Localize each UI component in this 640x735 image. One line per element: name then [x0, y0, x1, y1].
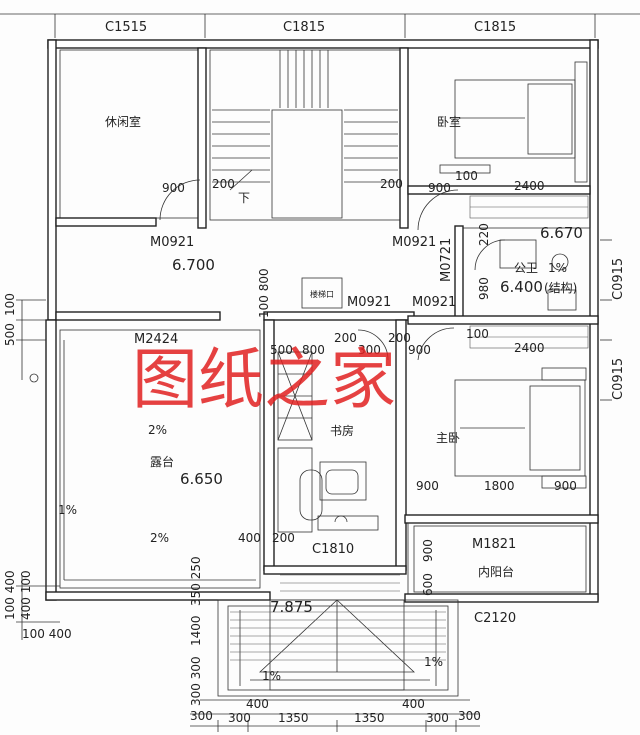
dim-200-study: 200 — [272, 531, 295, 545]
slope-terrace-top: 2% — [148, 423, 167, 437]
dim-900-bedroom: 900 — [428, 181, 451, 195]
bath-door-swing — [474, 239, 506, 271]
bottom-dim-300-far-right: 300 — [458, 709, 481, 723]
dim-600-balcony: 600 — [421, 573, 435, 596]
bedroom-door-swing — [417, 189, 459, 231]
slope-bath: 1% — [548, 261, 567, 275]
bottom-dim-400-right: 400 — [402, 697, 425, 711]
top-axis-lines — [0, 13, 640, 38]
room-label-inner-balcony: 内阳台 — [478, 564, 514, 579]
dim-900-master-right: 900 — [554, 479, 577, 493]
window-code-c1815-left: C1815 — [283, 20, 325, 35]
window-code-c1515: C1515 — [105, 20, 147, 35]
dim-100-bath: 100 — [466, 327, 489, 341]
dim-200-b: 200 — [388, 331, 411, 345]
window-code-c1815-right: C1815 — [474, 20, 516, 35]
level-porch: 7.875 — [270, 598, 313, 616]
door-code-m1821: M1821 — [472, 537, 516, 552]
door-code-m0921-b: M0921 — [392, 235, 436, 250]
window-code-c0915-top: C0915 — [611, 258, 626, 300]
dim-200-stair: 200 — [212, 177, 235, 191]
dim-900-study: 900 — [408, 343, 431, 357]
porch-tiles — [230, 574, 446, 661]
dim-500-left: 500 — [3, 323, 17, 346]
bedroom-furniture — [439, 61, 588, 183]
dim-200-a: 200 — [334, 331, 357, 345]
dim-980: 980 — [477, 277, 491, 300]
dim-900-balcony: 900 — [421, 539, 435, 562]
slope-terrace-side: 1% — [58, 503, 77, 517]
door-code-m0921-a: M0921 — [150, 235, 194, 250]
watermark-text: 图纸之家 — [132, 341, 396, 418]
dim-1800: 1800 — [484, 479, 515, 493]
room-label-public-bath: 公卫 — [514, 261, 538, 275]
lounge-room — [55, 47, 207, 229]
bottom-dim-300: 300 — [228, 711, 251, 725]
door-code-m0921-c: M0921 — [347, 295, 391, 310]
dim-350-250: 350 250 — [189, 556, 203, 606]
dim-100-left: 100 — [3, 293, 17, 316]
stair-down-label: 下 — [238, 191, 250, 205]
dim-100-400-bottom: 100 400 — [22, 627, 72, 641]
dim-300-300: 300 300 — [189, 656, 203, 706]
bottom-dimension-lines — [190, 720, 480, 732]
room-label-terrace: 露台 — [150, 454, 174, 469]
slope-porch-right: 1% — [424, 655, 443, 669]
bottom-dim-300-left: 300 — [190, 709, 213, 723]
dim-200-stair-right: 200 — [380, 177, 403, 191]
bath-structure-note: (结构) — [544, 280, 577, 295]
dim-400-100: 400 100 — [19, 570, 33, 620]
level-terrace: 6.650 — [180, 470, 223, 488]
inner-balcony — [404, 522, 599, 603]
level-hall: 6.700 — [172, 256, 215, 274]
bottom-dim-300-right: 300 — [426, 711, 449, 725]
bottom-dim-1350-right: 1350 — [354, 711, 385, 725]
left-dimension-lines — [16, 299, 60, 640]
dim-2400-master: 2400 — [514, 341, 545, 355]
level-bath-top: 6.670 — [540, 224, 583, 242]
window-code-c1810: C1810 — [312, 542, 354, 557]
dim-900-lounge: 900 — [162, 181, 185, 195]
dim-800: 800 — [302, 343, 325, 357]
room-label-study: 书房 — [330, 423, 354, 438]
study-room — [263, 319, 407, 575]
stairwell — [209, 49, 401, 221]
master-bedroom — [404, 315, 599, 524]
stair-sign-text: 楼梯口 — [310, 289, 334, 299]
slope-porch-left: 1% — [262, 669, 281, 683]
door-code-m2424: M2424 — [134, 332, 178, 347]
level-bath: 6.400 — [500, 278, 543, 296]
right-window-marks — [600, 239, 612, 401]
room-label-lounge: 休闲室 — [105, 114, 141, 129]
dim-2400-bedroom: 2400 — [514, 179, 545, 193]
bottom-dim-1350-left: 1350 — [278, 711, 309, 725]
slope-terrace-bottom: 2% — [150, 531, 169, 545]
dim-100-bedroom: 100 — [455, 169, 478, 183]
dim-1400: 1400 — [189, 615, 203, 646]
door-code-m0721: M0721 — [439, 238, 454, 282]
window-code-c0915-bottom: C0915 — [611, 358, 626, 400]
window-code-c2120: C2120 — [474, 611, 516, 626]
dim-220: 220 — [477, 223, 491, 246]
terrace — [59, 329, 261, 589]
dim-400-study: 400 — [238, 531, 261, 545]
room-label-bedroom: 卧室 — [437, 114, 461, 129]
dim-100-800: 100 800 — [257, 268, 271, 318]
bedroom-closet — [469, 195, 589, 219]
dim-300: 300 — [358, 343, 381, 357]
room-label-master-bedroom: 主卧 — [436, 431, 460, 445]
door-code-m0921-d: M0921 — [412, 295, 456, 310]
stair-sign: 楼梯口 — [301, 277, 343, 309]
dim-900-master-left: 900 — [416, 479, 439, 493]
dim-100-400: 100 400 — [3, 570, 17, 620]
dim-500: 500 — [270, 343, 293, 357]
bottom-dim-400: 400 — [246, 697, 269, 711]
